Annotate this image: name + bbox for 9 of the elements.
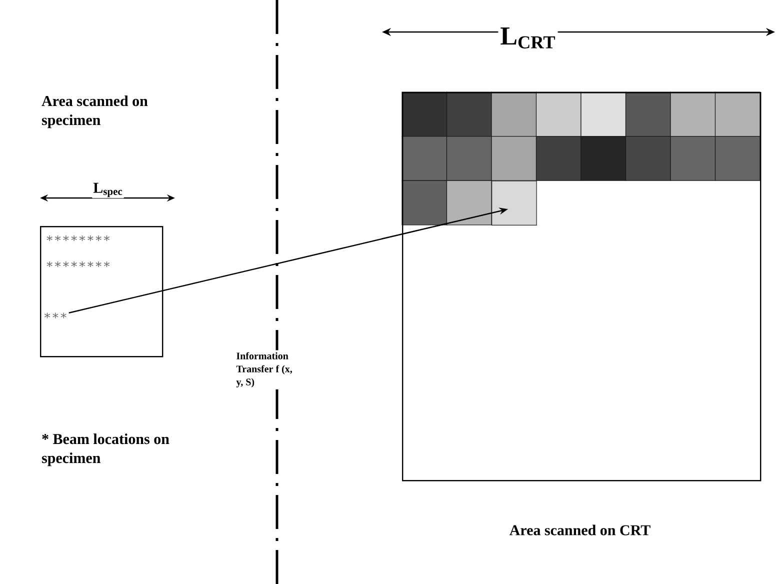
transfer-note: Information Transfer f (x, y, S) <box>234 350 302 390</box>
legend-note: * Beam locations on specimen <box>42 434 170 466</box>
heading: Area scanned on specimen <box>42 96 148 128</box>
dimension-label: L$_{spec}$ <box>92 182 124 198</box>
pixel-cell <box>492 180 537 226</box>
crt-screen-box <box>402 92 762 482</box>
dimension-label: L$_{CRT}$ <box>498 26 558 50</box>
caption: Area scanned on CRT <box>510 524 650 536</box>
beam-location: ∗∗∗ <box>44 312 66 318</box>
